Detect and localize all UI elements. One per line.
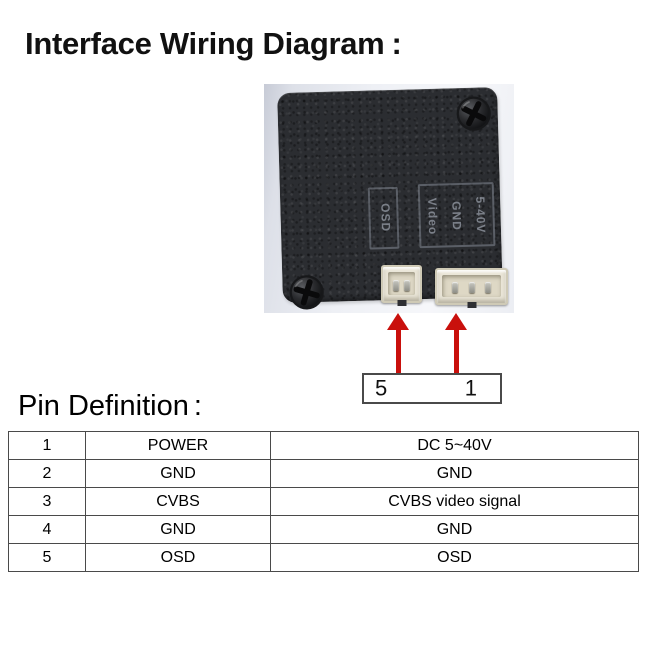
description-cell: CVBS video signal bbox=[270, 487, 639, 516]
pin-number-5: 5 bbox=[375, 375, 388, 401]
device-silkscreen-power-labels: 5-40V GND Video bbox=[417, 182, 496, 249]
description-cell: OSD bbox=[270, 543, 639, 572]
pin-cell: 2 bbox=[8, 459, 86, 488]
connector-pin bbox=[484, 282, 491, 293]
table-row: 4 GND GND bbox=[8, 515, 639, 544]
pin-cell: 5 bbox=[8, 543, 86, 572]
connector-3pin bbox=[435, 268, 508, 308]
device-module: 5-40V GND Video OSD bbox=[277, 86, 503, 310]
description-cell: DC 5~40V bbox=[270, 431, 639, 460]
pin-number-box: 5 1 bbox=[362, 373, 502, 404]
pin-definition-heading: Pin Definition: bbox=[18, 390, 202, 423]
pin-cell: 4 bbox=[8, 515, 86, 544]
description-cell: GND bbox=[270, 459, 639, 488]
pin-definition-table: 1 POWER DC 5~40V 2 GND GND 3 CVBS CVBS v… bbox=[8, 431, 639, 572]
table-row: 1 POWER DC 5~40V bbox=[8, 431, 639, 460]
page-title-colon: : bbox=[391, 26, 402, 61]
name-cell: GND bbox=[85, 515, 271, 544]
arrow-up-icon bbox=[445, 313, 467, 374]
pin-cell: 3 bbox=[8, 487, 86, 516]
connector-3pin-cavity bbox=[442, 275, 501, 297]
connector-pin bbox=[393, 280, 399, 291]
connector-2pin-cavity bbox=[388, 272, 415, 295]
connector-pin bbox=[452, 282, 459, 293]
table-row: 3 CVBS CVBS video signal bbox=[8, 487, 639, 516]
connector-pin bbox=[468, 282, 475, 293]
table-row: 2 GND GND bbox=[8, 459, 639, 488]
name-cell: OSD bbox=[85, 543, 271, 572]
arrow-shaft bbox=[395, 329, 401, 374]
screw-icon bbox=[455, 95, 492, 132]
connector-2pin bbox=[381, 265, 422, 306]
page-title: Interface Wiring Diagram: bbox=[25, 26, 402, 62]
name-cell: POWER bbox=[85, 431, 271, 460]
device-photo: 5-40V GND Video OSD bbox=[264, 84, 514, 313]
pin-cell: 1 bbox=[8, 431, 86, 460]
connector-notch bbox=[397, 300, 406, 306]
connector-pin bbox=[404, 280, 410, 291]
name-cell: CVBS bbox=[85, 487, 271, 516]
screw-icon bbox=[288, 274, 325, 311]
arrow-up-icon bbox=[387, 313, 409, 374]
arrow-head bbox=[387, 313, 409, 330]
name-cell: GND bbox=[85, 459, 271, 488]
pin-number-1: 1 bbox=[464, 375, 477, 401]
device-silkscreen-osd-label: OSD bbox=[367, 186, 400, 250]
pin-definition-heading-text: Pin Definition bbox=[18, 390, 189, 422]
connector-notch bbox=[467, 302, 476, 308]
table-row: 5 OSD OSD bbox=[8, 543, 639, 572]
arrow-shaft bbox=[453, 329, 459, 374]
pin-definition-heading-colon: : bbox=[193, 390, 202, 422]
page-title-text: Interface Wiring Diagram bbox=[25, 26, 385, 61]
arrow-head bbox=[445, 313, 467, 330]
description-cell: GND bbox=[270, 515, 639, 544]
